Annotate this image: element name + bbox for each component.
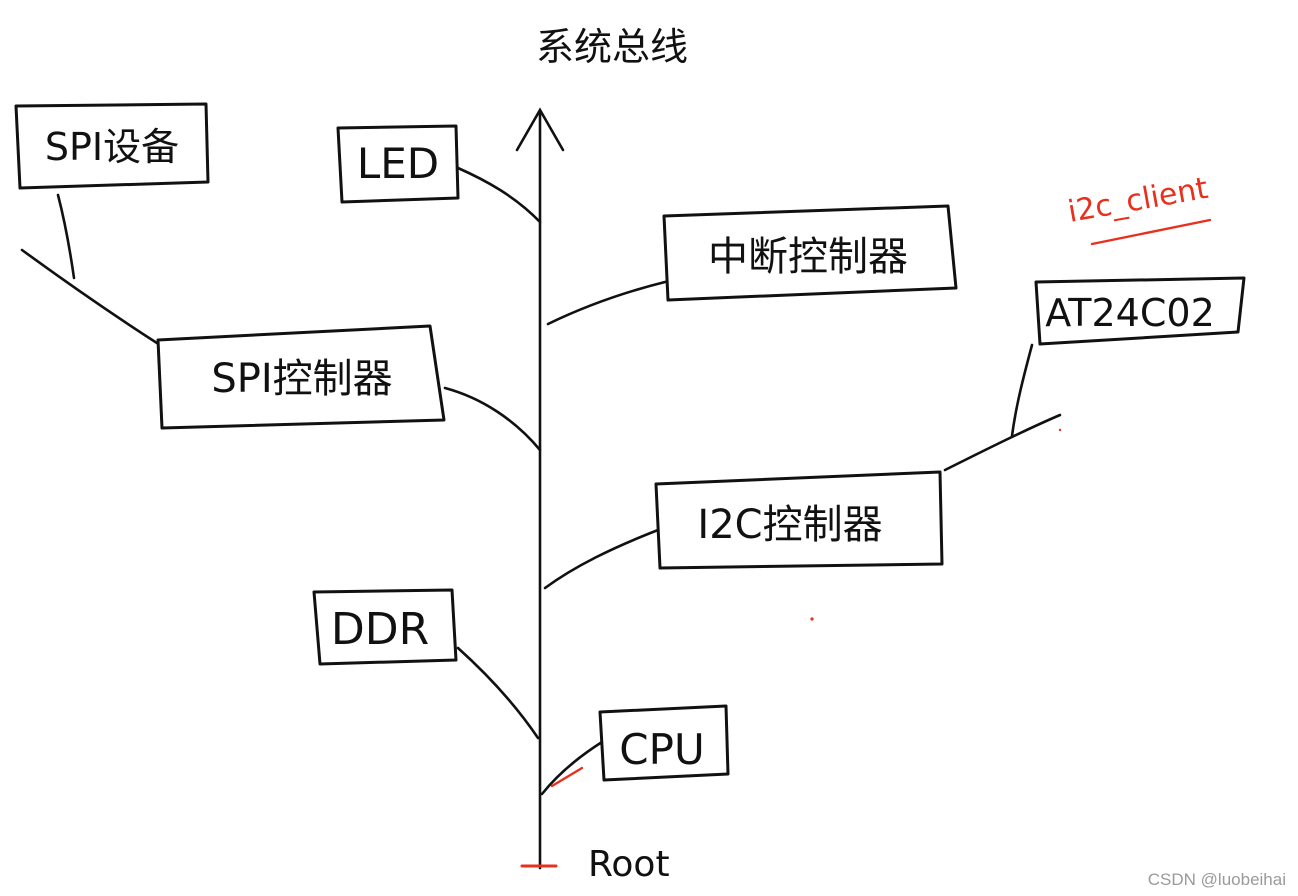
bus-title: 系统总线 bbox=[536, 25, 688, 69]
node-label-ddr: DDR bbox=[331, 604, 429, 655]
node-spi-controller: SPI控制器 bbox=[156, 324, 446, 430]
connectors bbox=[20, 166, 1062, 796]
node-at24c02: AT24C02 bbox=[1034, 276, 1246, 346]
annotation-label: i2c_client bbox=[1065, 171, 1210, 230]
node-led: LED bbox=[336, 124, 460, 204]
node-label-led: LED bbox=[357, 139, 439, 188]
node-spi-device: SPI设备 bbox=[14, 102, 210, 190]
watermark: CSDN @luobeihai bbox=[1147, 870, 1286, 889]
node-ddr: DDR bbox=[312, 588, 458, 666]
node-label-at24c02: AT24C02 bbox=[1045, 291, 1215, 335]
red-dot bbox=[1058, 428, 1062, 432]
node-interrupt-controller: 中断控制器 bbox=[662, 204, 958, 302]
root-label: Root bbox=[588, 844, 670, 885]
system-bus bbox=[515, 107, 565, 870]
node-label-cpu: CPU bbox=[619, 725, 704, 774]
red-dot bbox=[810, 617, 814, 621]
node-i2c-controller: I2C控制器 bbox=[654, 470, 944, 570]
i2c-client-annotation: i2c_client bbox=[1065, 171, 1212, 246]
red-tick bbox=[550, 766, 584, 788]
node-label-interrupt-controller: 中断控制器 bbox=[708, 234, 908, 280]
node-label-spi-device: SPI设备 bbox=[45, 125, 179, 169]
node-label-spi-controller: SPI控制器 bbox=[211, 356, 392, 402]
node-label-i2c-controller: I2C控制器 bbox=[697, 502, 882, 548]
node-cpu: CPU bbox=[598, 704, 730, 782]
